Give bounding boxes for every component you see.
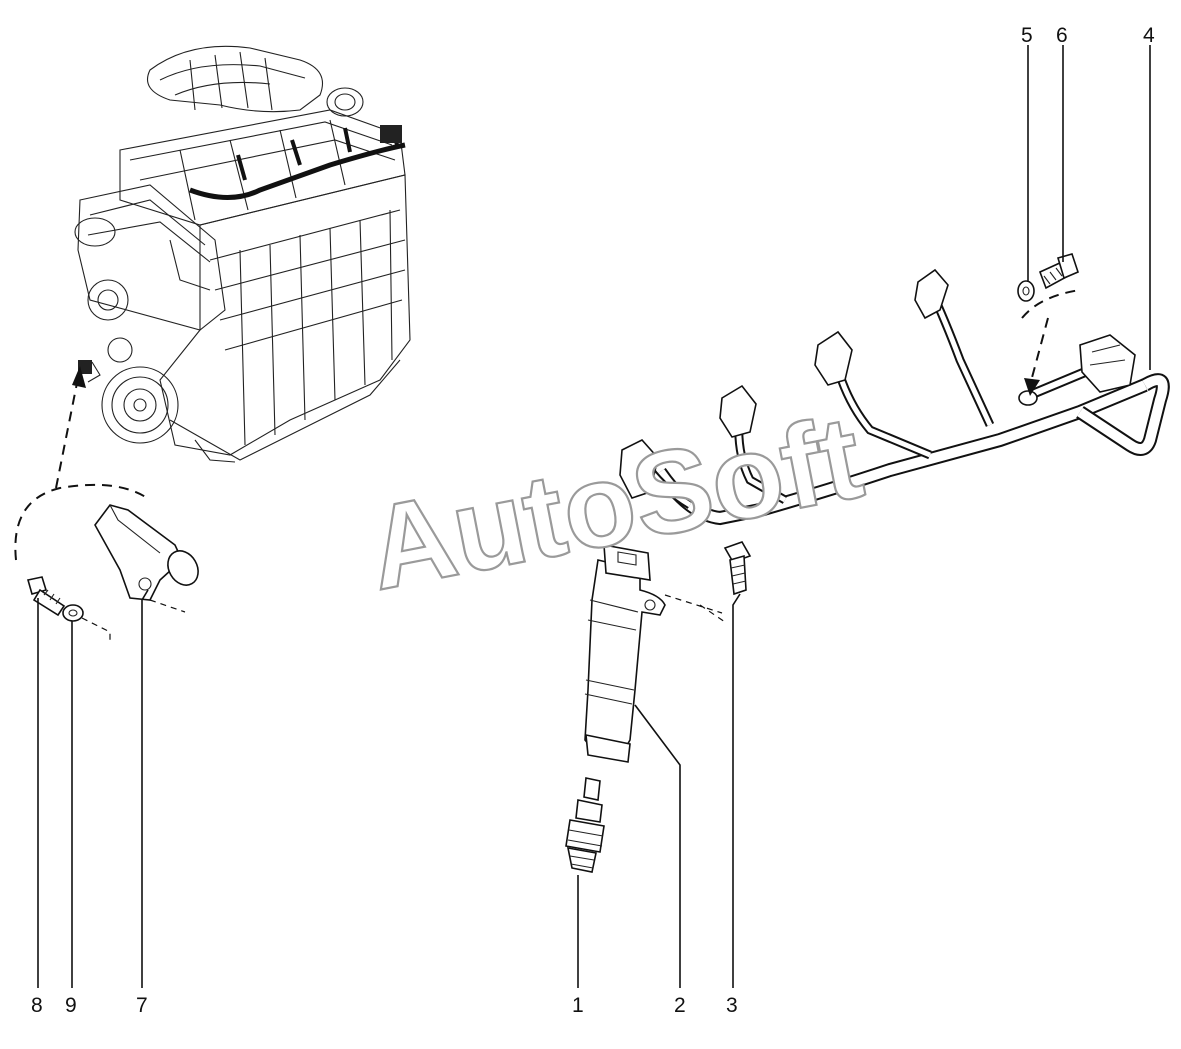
wiring-harness [619, 268, 1170, 526]
callout-7: 7 [136, 994, 148, 1017]
assembly-line-sensor [149, 599, 186, 613]
callout-4: 4 [1143, 24, 1155, 47]
spark-plug [565, 777, 605, 873]
coil-bolt-line [664, 594, 723, 614]
callout-5: 5 [1021, 24, 1033, 47]
coil-bolt-line-2 [699, 604, 726, 623]
ignition-coil [584, 544, 666, 763]
callout-9: 9 [65, 994, 77, 1017]
callout-3: 3 [726, 994, 738, 1017]
bolt-arc [1021, 289, 1081, 319]
bolt-6-arrow [1029, 317, 1049, 386]
assembly-line-bolt [81, 617, 111, 642]
callout-6: 6 [1056, 24, 1068, 47]
bolt-8 [26, 576, 66, 617]
engine-assembly [74, 45, 411, 463]
bolt-6 [1038, 253, 1079, 290]
callout-2: 2 [674, 994, 686, 1017]
sensor-location-arrow [14, 366, 151, 561]
washer-9 [62, 604, 84, 622]
camshaft-sensor [94, 504, 199, 601]
washer-5 [1017, 280, 1035, 302]
bolt-3 [723, 541, 752, 596]
leader-lines [37, 45, 1151, 988]
callout-1: 1 [572, 994, 584, 1017]
callout-8: 8 [31, 994, 43, 1017]
